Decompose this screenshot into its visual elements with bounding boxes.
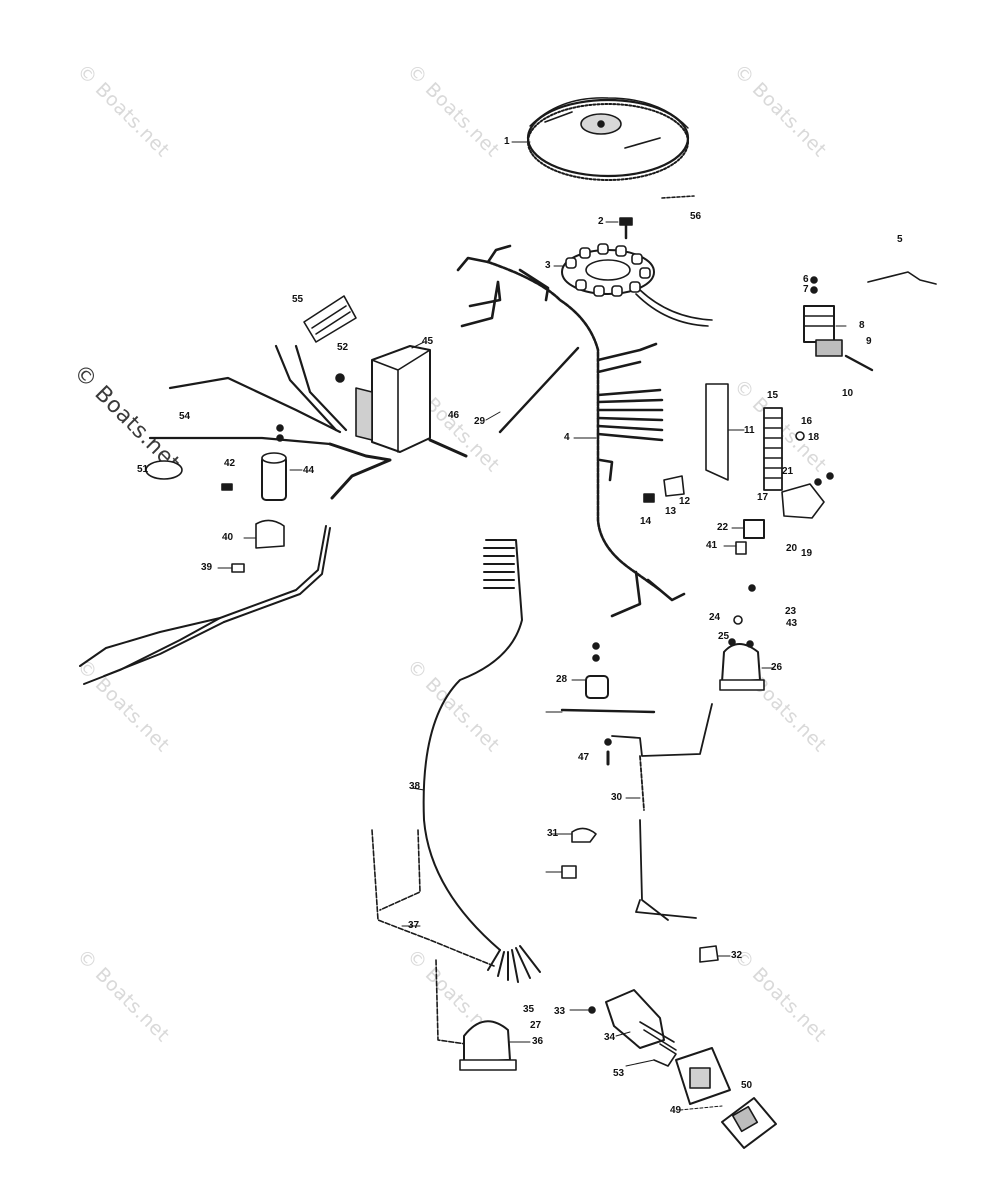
bolt (221, 483, 233, 491)
callout-label: 44 (303, 465, 315, 476)
callout-label: 12 (679, 496, 691, 507)
callout-label: 20 (786, 543, 798, 554)
callout-label: 18 (808, 432, 820, 443)
callout-label: 21 (782, 466, 794, 477)
main-harness (456, 244, 686, 618)
callout-label: 4 (564, 432, 570, 443)
ignition-switch (588, 989, 677, 1067)
terminal-block (705, 383, 834, 519)
callout-label: 38 (409, 781, 421, 792)
screw (619, 217, 633, 240)
callout-label: 27 (530, 1020, 542, 1031)
trim-harness (611, 703, 713, 921)
callout-label: 10 (842, 388, 854, 399)
ignition-coil (261, 424, 287, 501)
callout-label: 16 (801, 416, 813, 427)
rectifier (803, 276, 874, 372)
callout-label: 46 (448, 410, 460, 421)
relay (743, 519, 765, 539)
ring (145, 460, 183, 480)
stator (561, 243, 713, 327)
callout-label: 13 (665, 506, 677, 517)
callout-label: 45 (422, 336, 434, 347)
callout-label: 35 (523, 1004, 535, 1015)
callout-label: 37 (408, 920, 420, 931)
starter-solenoid (719, 584, 765, 691)
callout-label: 49 (670, 1105, 682, 1116)
leader-lines (217, 141, 847, 1111)
ground-wire (867, 271, 937, 285)
key-part (661, 195, 695, 199)
mounting-plates (675, 1047, 777, 1149)
callout-label: 5 (897, 234, 903, 245)
long-cable (422, 539, 541, 983)
callout-label: 26 (771, 662, 783, 673)
callout-label: 8 (859, 320, 865, 331)
clamp (643, 475, 685, 503)
callout-label: 55 (292, 294, 304, 305)
callout-label: 15 (767, 390, 779, 401)
callout-label: 54 (179, 411, 191, 422)
tie-strap (560, 708, 656, 714)
callout-label: 56 (690, 211, 702, 222)
cable-bundle (79, 525, 331, 685)
decal (303, 295, 357, 343)
callout-label: 52 (337, 342, 349, 353)
callout-label: 25 (718, 631, 730, 642)
callout-label: 31 (547, 828, 559, 839)
clip (571, 827, 597, 843)
tachometer (459, 1020, 517, 1071)
callout-label: 42 (224, 458, 236, 469)
callout-label: 1 (504, 136, 510, 147)
callout-label: 51 (137, 464, 149, 475)
callout-label: 6 (803, 274, 809, 285)
callout-label: 32 (731, 950, 743, 961)
fuse (735, 541, 747, 555)
callout-label: 40 (222, 532, 234, 543)
tie-strap (498, 346, 580, 434)
callout-label: 30 (611, 792, 623, 803)
callout-label: 28 (556, 674, 568, 685)
callout-label: 24 (709, 612, 721, 623)
callout-label: 29 (474, 416, 486, 427)
callout-label: 53 (613, 1068, 625, 1079)
coil-clamp (255, 519, 285, 549)
clip (561, 865, 577, 879)
clamp (699, 945, 719, 963)
battery-leads (148, 344, 392, 500)
callout-label: 17 (757, 492, 769, 503)
callout-label: 7 (803, 284, 809, 295)
callout-label: 11 (744, 425, 755, 436)
callout-label: 36 (532, 1036, 544, 1047)
callout-label: 34 (604, 1032, 616, 1043)
callout-label: 9 (866, 336, 872, 347)
callout-label: 3 (545, 260, 551, 271)
callout-label: 14 (640, 516, 652, 527)
grommet (585, 675, 609, 699)
power-pack (335, 345, 468, 458)
tach-harness (371, 829, 495, 1045)
callout-label: 22 (717, 522, 729, 533)
flywheel (526, 97, 690, 181)
callout-label: 41 (706, 540, 718, 551)
callout-label: 2 (598, 216, 604, 227)
callout-label: 33 (554, 1006, 566, 1017)
callout-label: 47 (578, 752, 590, 763)
screw-39 (231, 563, 245, 573)
callout-label: 50 (741, 1080, 753, 1091)
callout-label: 23 (785, 606, 797, 617)
callout-label: 19 (801, 548, 813, 559)
callout-label: 39 (201, 562, 213, 573)
callout-label: 43 (786, 618, 798, 629)
